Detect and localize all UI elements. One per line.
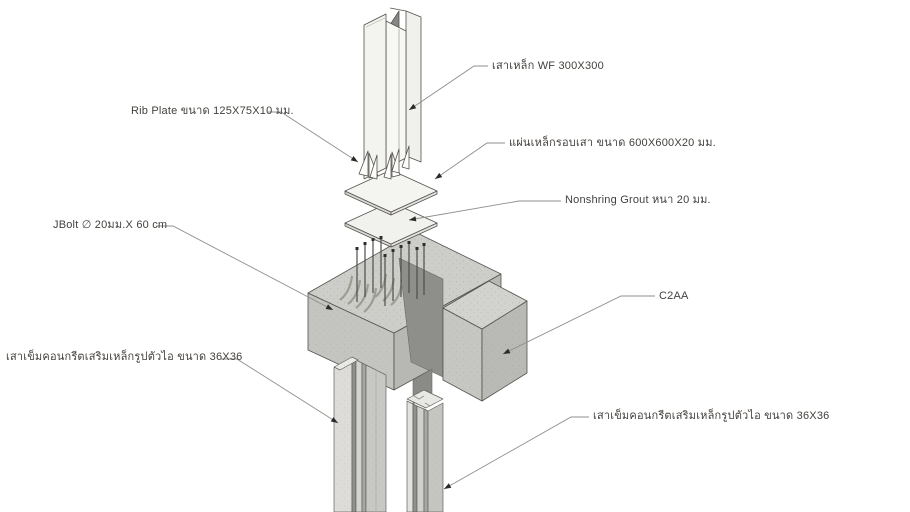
jbolts xyxy=(355,236,426,306)
grout-layer xyxy=(344,201,438,248)
callout-jbolt: JBolt ∅ 20มม.X 60 cm xyxy=(53,219,168,231)
callout-pile-right: เสาเข็มคอนกรีตเสริมเหล็กรูปตัวไอ ขนาด 36… xyxy=(593,410,830,422)
rib-plates xyxy=(358,145,410,180)
callout-pile-left: เสาเข็มคอนกรีตเสริมเหล็กรูปตัวไอ ขนาด 36… xyxy=(6,351,243,363)
callout-steel-column: เสาเหล็ก WF 300X300 xyxy=(492,60,604,72)
pile-right xyxy=(406,389,444,512)
callout-footing-mark: C2AA xyxy=(659,290,689,302)
wf-steel-column xyxy=(358,7,422,180)
leader-arrowheads xyxy=(325,103,511,489)
pile-left xyxy=(333,356,387,512)
callout-rib-plate: Rib Plate ขนาด 125X75X10 มม. xyxy=(131,105,294,117)
callout-base-plate: แผ่นเหล็กรอบเสา ขนาด 600X600X20 มม. xyxy=(509,137,716,149)
leader-lines xyxy=(156,65,655,490)
callout-grout: Nonshring Grout หนา 20 มม. xyxy=(565,194,711,206)
base-plate xyxy=(344,169,438,216)
footing-cube-c2aa xyxy=(442,280,528,402)
